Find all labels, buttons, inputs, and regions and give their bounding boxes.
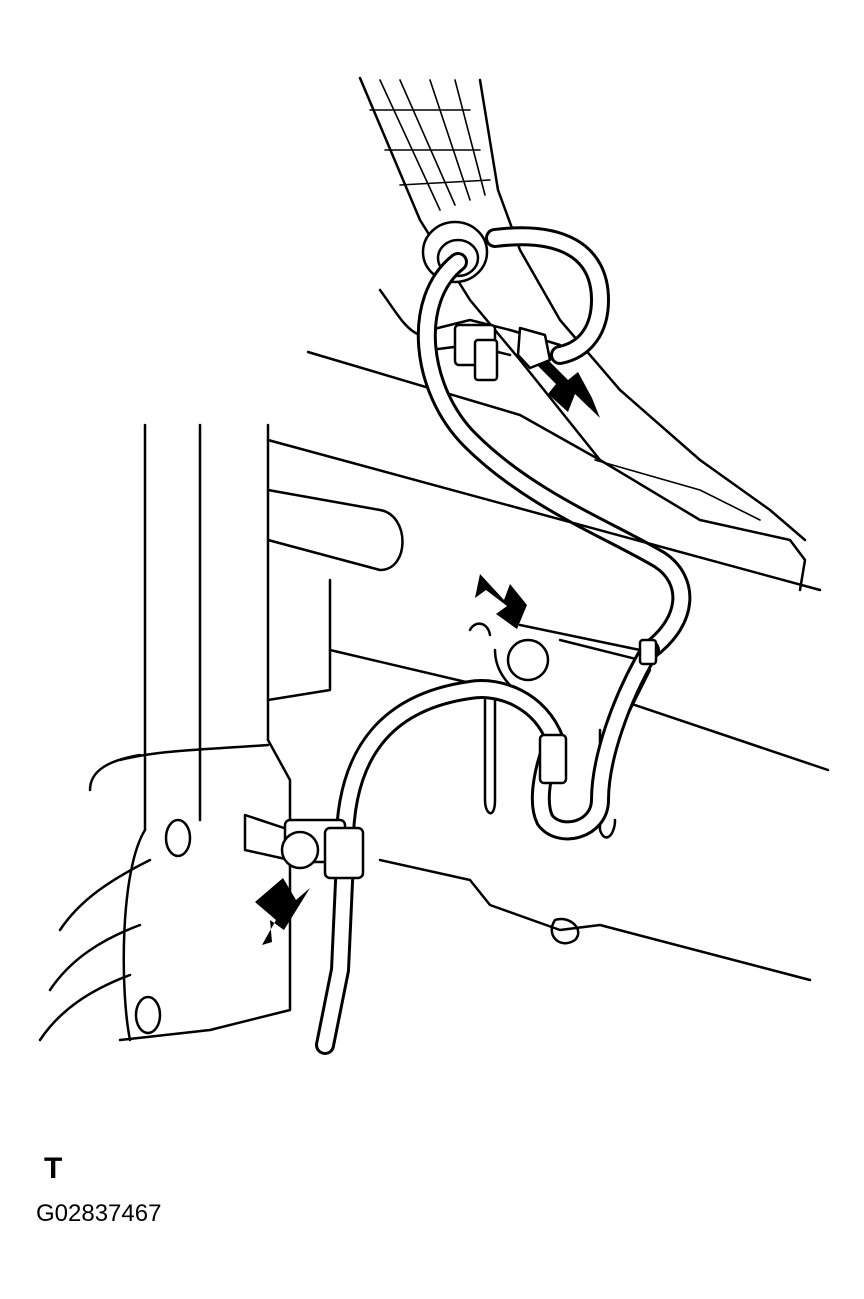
lower-clamp <box>243 813 365 880</box>
view-mark: T <box>44 1152 63 1185</box>
upper-body-panel <box>306 76 807 592</box>
figure-code: G02837467 <box>36 1200 162 1227</box>
arrow-pointer-icon <box>538 360 600 418</box>
arrow-pointer-icon <box>255 878 310 945</box>
main-hose <box>416 252 692 660</box>
lower-hose <box>315 638 660 1055</box>
suspension-strut <box>38 423 292 1042</box>
upper-loop-hose <box>485 226 610 365</box>
upper-connector <box>378 288 562 382</box>
arrow-pointer-icon <box>475 574 527 629</box>
